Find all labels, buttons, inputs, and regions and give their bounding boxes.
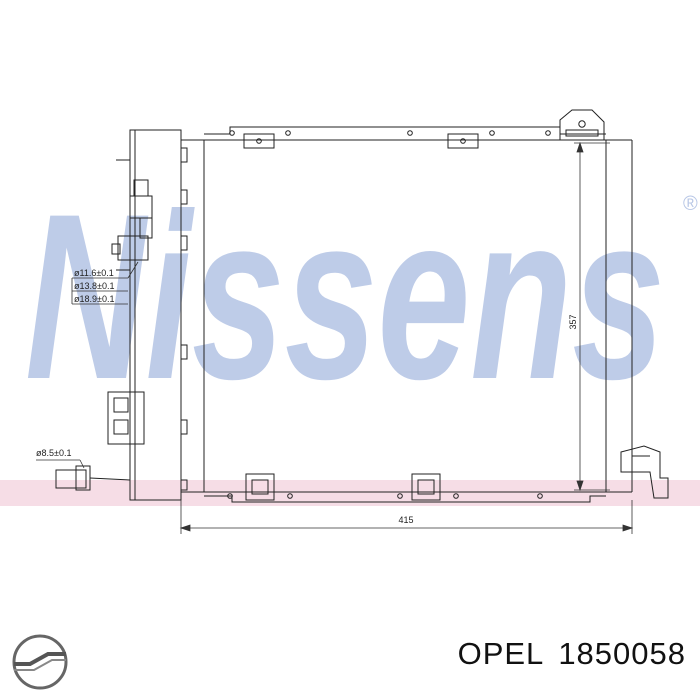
width-dimension-label: 415 [398,515,413,525]
height-dimension-label: 357 [568,314,578,329]
condenser-core [180,139,607,493]
lower-pipe-diameter-label: ø8.5±0.1 [36,448,71,458]
watermark-text: Nissens [25,165,665,429]
pipe-diameter-label-1: ø11.6±0.1 [74,268,114,278]
watermark-trademark: ® [683,193,698,215]
pipe-diameter-label-3: ø18.9±0.1 [74,294,114,304]
opel-logo-icon [12,634,68,690]
pipe-diameter-label-2: ø13.8±0.1 [74,281,114,291]
